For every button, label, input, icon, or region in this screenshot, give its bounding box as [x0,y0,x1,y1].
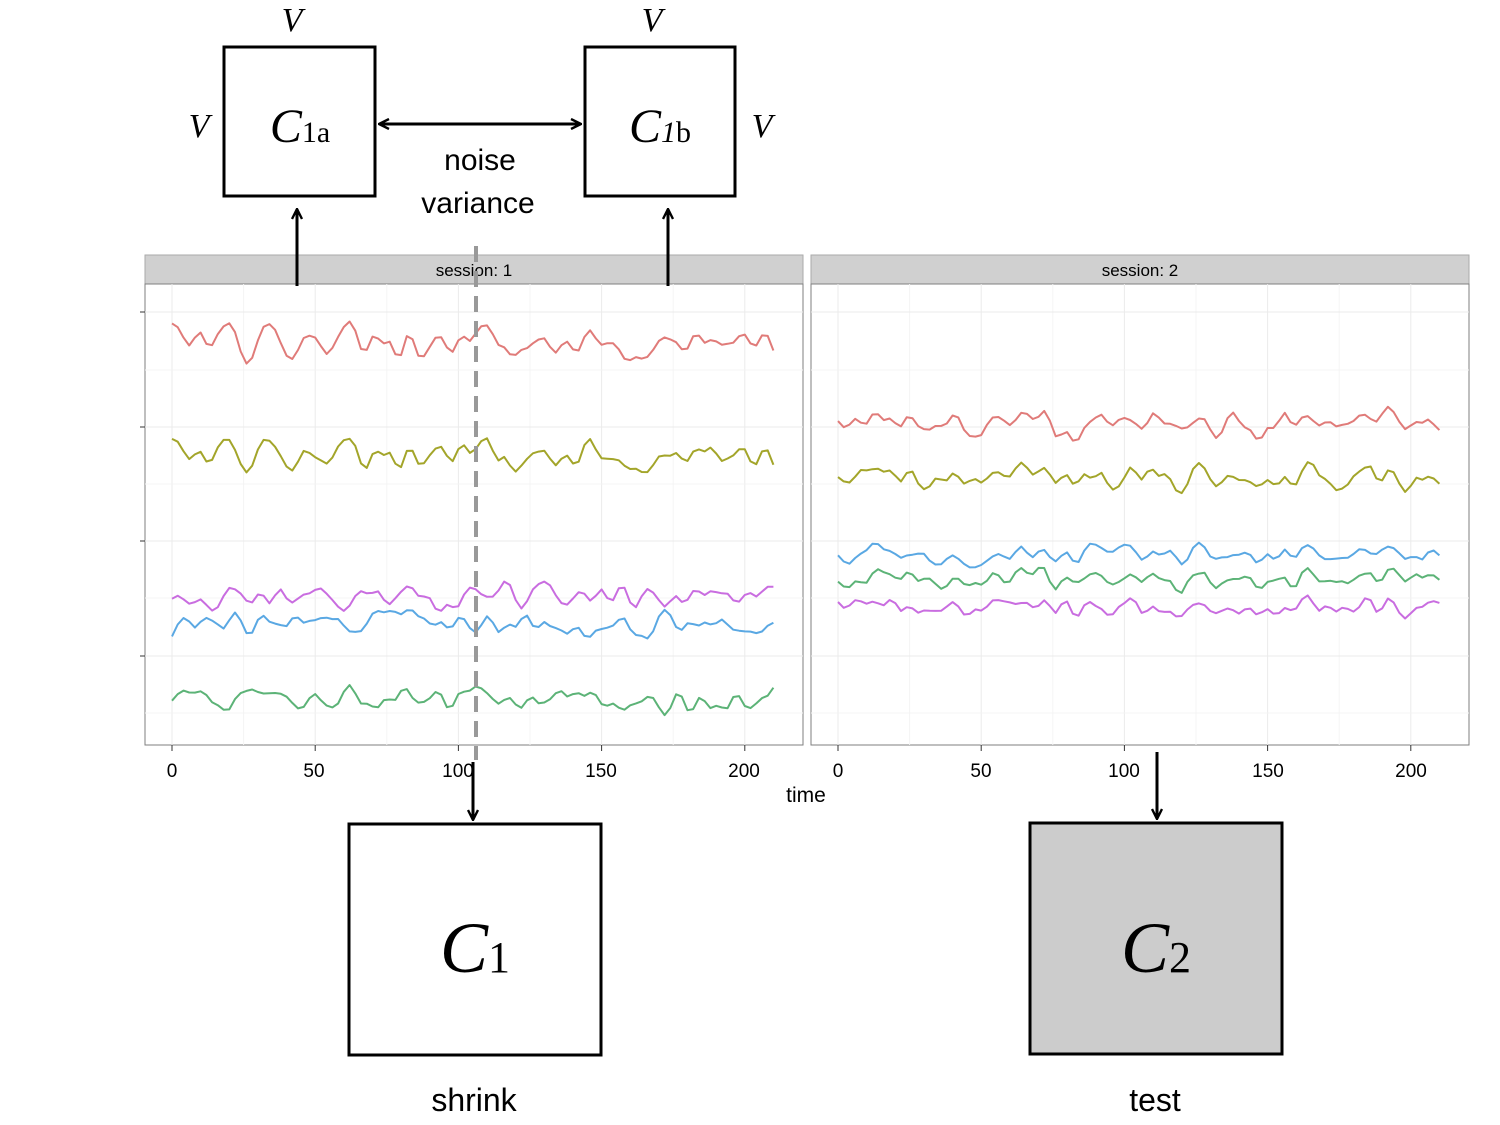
series-line [171,437,775,474]
x-tick-label: 0 [167,761,178,782]
noise-label: noise [444,144,516,177]
c2-letter: C [1121,908,1170,988]
svg-text:C2: C2 [1121,908,1191,988]
c1b-subscript-italic: 1 [661,116,676,149]
series-line [171,608,774,640]
series-line [171,580,774,612]
x-axis [171,745,1412,751]
c1b-subscript: b [676,116,691,149]
x-tick-label: 200 [728,761,760,782]
x-tick-label: 150 [585,761,617,782]
c1-subscript: 1 [488,933,510,982]
panel-session-1: session: 1 [144,254,804,746]
x-tick-label: 100 [1108,761,1140,782]
strip-label-session-2: session: 2 [1102,261,1179,280]
x-axis-title: time [786,784,826,807]
c1a-side-label: V [189,108,214,145]
variance-label: variance [421,187,534,220]
c2-subscript: 2 [1169,933,1191,982]
series-line [171,320,775,365]
x-tick-labels-session-1: 0 50 100 150 200 [167,761,760,782]
panel-session-2: session: 2 [810,254,1470,746]
plot-area-session-2 [810,283,1470,746]
covariance-box-c1a: C1a [222,45,377,198]
c1a-subscript: 1a [302,116,330,149]
series-line [837,541,1441,569]
svg-text:C1a: C1a [270,100,330,153]
strip-session-2 [810,254,1470,285]
series-line [171,684,775,717]
covariance-box-c1b: C1b [583,45,737,198]
x-tick-label: 0 [833,761,844,782]
strip-label-session-1: session: 1 [436,261,513,280]
series-session-1 [171,320,775,717]
series-session-2 [837,405,1441,620]
c1a-top-label: V [282,2,307,39]
x-tick-label: 200 [1395,761,1427,782]
shrink-caption: shrink [431,1082,517,1118]
series-line [837,461,1441,495]
x-tick-labels-session-2: 0 50 100 150 200 [833,761,1427,782]
c1b-top-label: V [642,2,667,39]
svg-text:C1b: C1b [629,100,691,153]
c1-letter: C [440,908,489,988]
c1b-side-label: V [752,108,777,145]
x-tick-label: 100 [442,761,474,782]
y-ticks [140,311,145,657]
x-tick-label: 50 [303,761,324,782]
svg-text:C1: C1 [440,908,510,988]
test-caption: test [1129,1082,1181,1118]
covariance-box-c1: C1 [347,822,603,1057]
x-tick-label: 150 [1252,761,1284,782]
covariance-box-c2: C2 [1028,821,1284,1056]
series-line [837,594,1440,620]
series-line [837,566,1441,594]
x-tick-label: 50 [970,761,991,782]
c1b-letter: C [629,100,662,153]
c1a-letter: C [270,100,303,153]
series-line [837,405,1441,442]
